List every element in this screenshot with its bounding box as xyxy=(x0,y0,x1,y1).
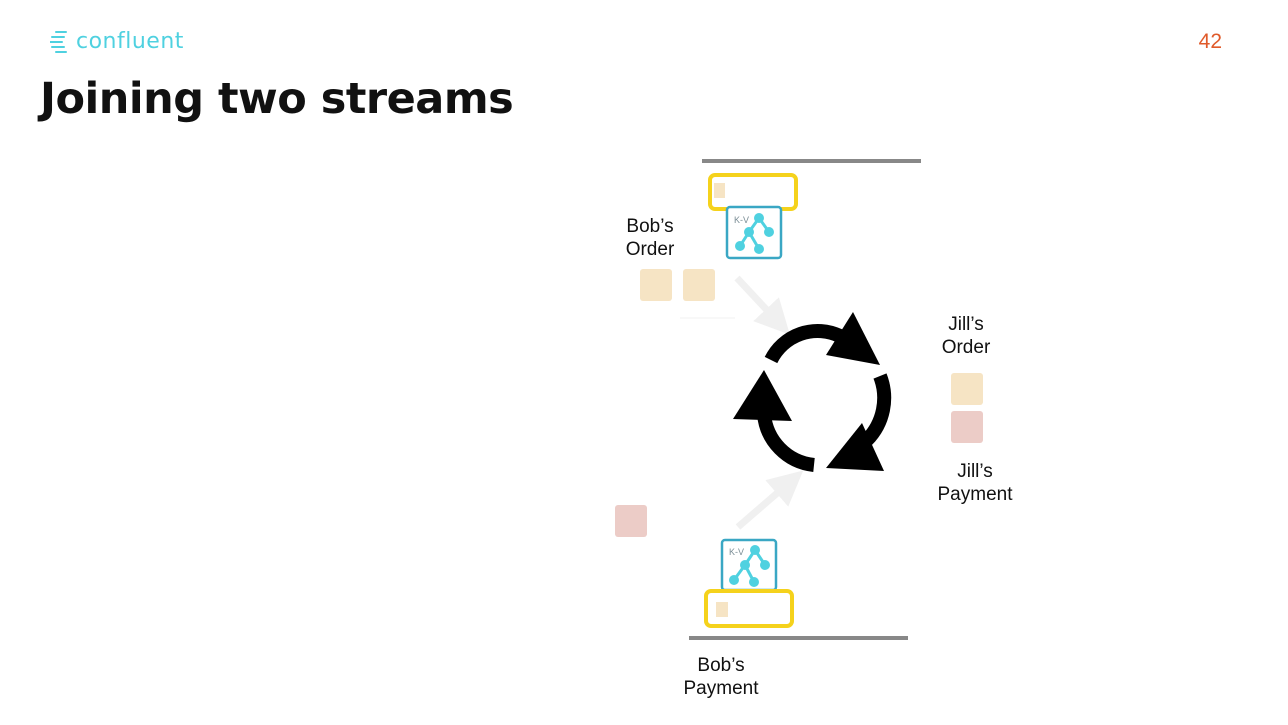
bob-order-label-line: Order xyxy=(625,239,675,260)
jill-payment-record xyxy=(951,411,983,443)
bottom-highlight-box xyxy=(704,589,794,628)
bottom-flow-arrow xyxy=(735,470,804,530)
bottom-highlight-record xyxy=(716,602,728,617)
jill-payment-label: Jill’s Payment xyxy=(931,460,1019,506)
bob-payment-label-line: Bob’s xyxy=(697,655,745,676)
bob-order-label-line: Bob’s xyxy=(626,216,674,237)
jill-order-label: Jill’s Order xyxy=(934,313,998,359)
confluent-logo: confluent xyxy=(50,26,184,56)
refresh-cycle-icon xyxy=(733,312,892,472)
top-highlight-record xyxy=(714,183,725,198)
top-flow-arrow xyxy=(734,275,790,335)
top-kv-store: K-V xyxy=(725,205,783,260)
jill-order-label-line: Jill’s xyxy=(948,314,984,335)
jill-payment-label-line: Jill’s xyxy=(957,461,993,482)
bob-order-record xyxy=(683,269,715,301)
jill-order-label-line: Order xyxy=(941,337,991,358)
bob-payment-label: Bob’s Payment xyxy=(677,654,765,700)
top-kv-badge: K-V xyxy=(734,215,749,225)
bob-order-record xyxy=(640,269,672,301)
bob-payment-record xyxy=(615,505,647,537)
page-number: 42 xyxy=(1198,30,1222,53)
logo-text: confluent xyxy=(76,28,184,54)
jill-order-record xyxy=(951,373,983,405)
slide-title: Joining two streams xyxy=(40,74,514,124)
bob-payment-label-line: Payment xyxy=(683,678,759,699)
jill-payment-label-line: Payment xyxy=(937,484,1013,505)
confluent-logo-icon xyxy=(50,31,67,53)
bottom-kv-badge: K-V xyxy=(729,547,744,557)
bob-order-label: Bob’s Order xyxy=(618,215,682,261)
bottom-kv-store: K-V xyxy=(720,538,778,592)
